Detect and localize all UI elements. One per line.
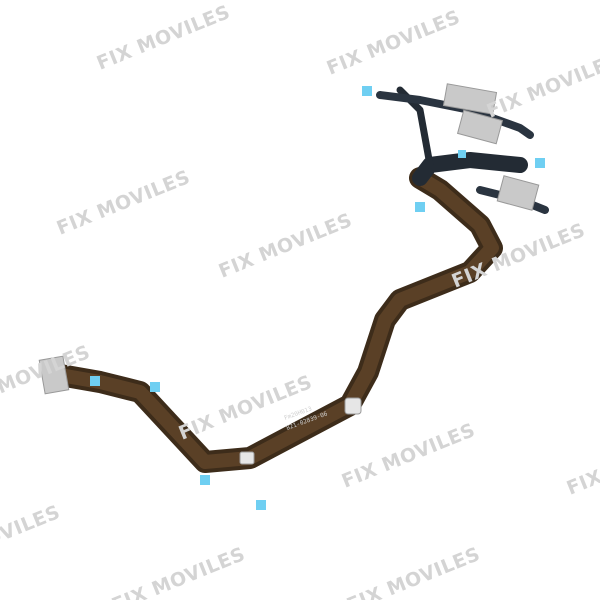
watermark: FIX MOVILES [0,501,63,575]
watermark: FIX MOVILES [109,543,249,600]
watermark: FIX MOVILES [484,49,600,123]
watermark: FIX MOVILES [54,166,194,240]
adhesive-pads [90,86,545,510]
watermark: FIX MOVILES [216,209,356,283]
watermark: FIX MOVILES [344,543,484,600]
watermark: FIX MOVILES [339,419,479,493]
watermark: FIX MOVILES [324,6,464,80]
watermark: FIX MOVILES [94,1,234,75]
metal-brackets [38,83,540,465]
watermark: FIX MOVILES [564,426,600,500]
